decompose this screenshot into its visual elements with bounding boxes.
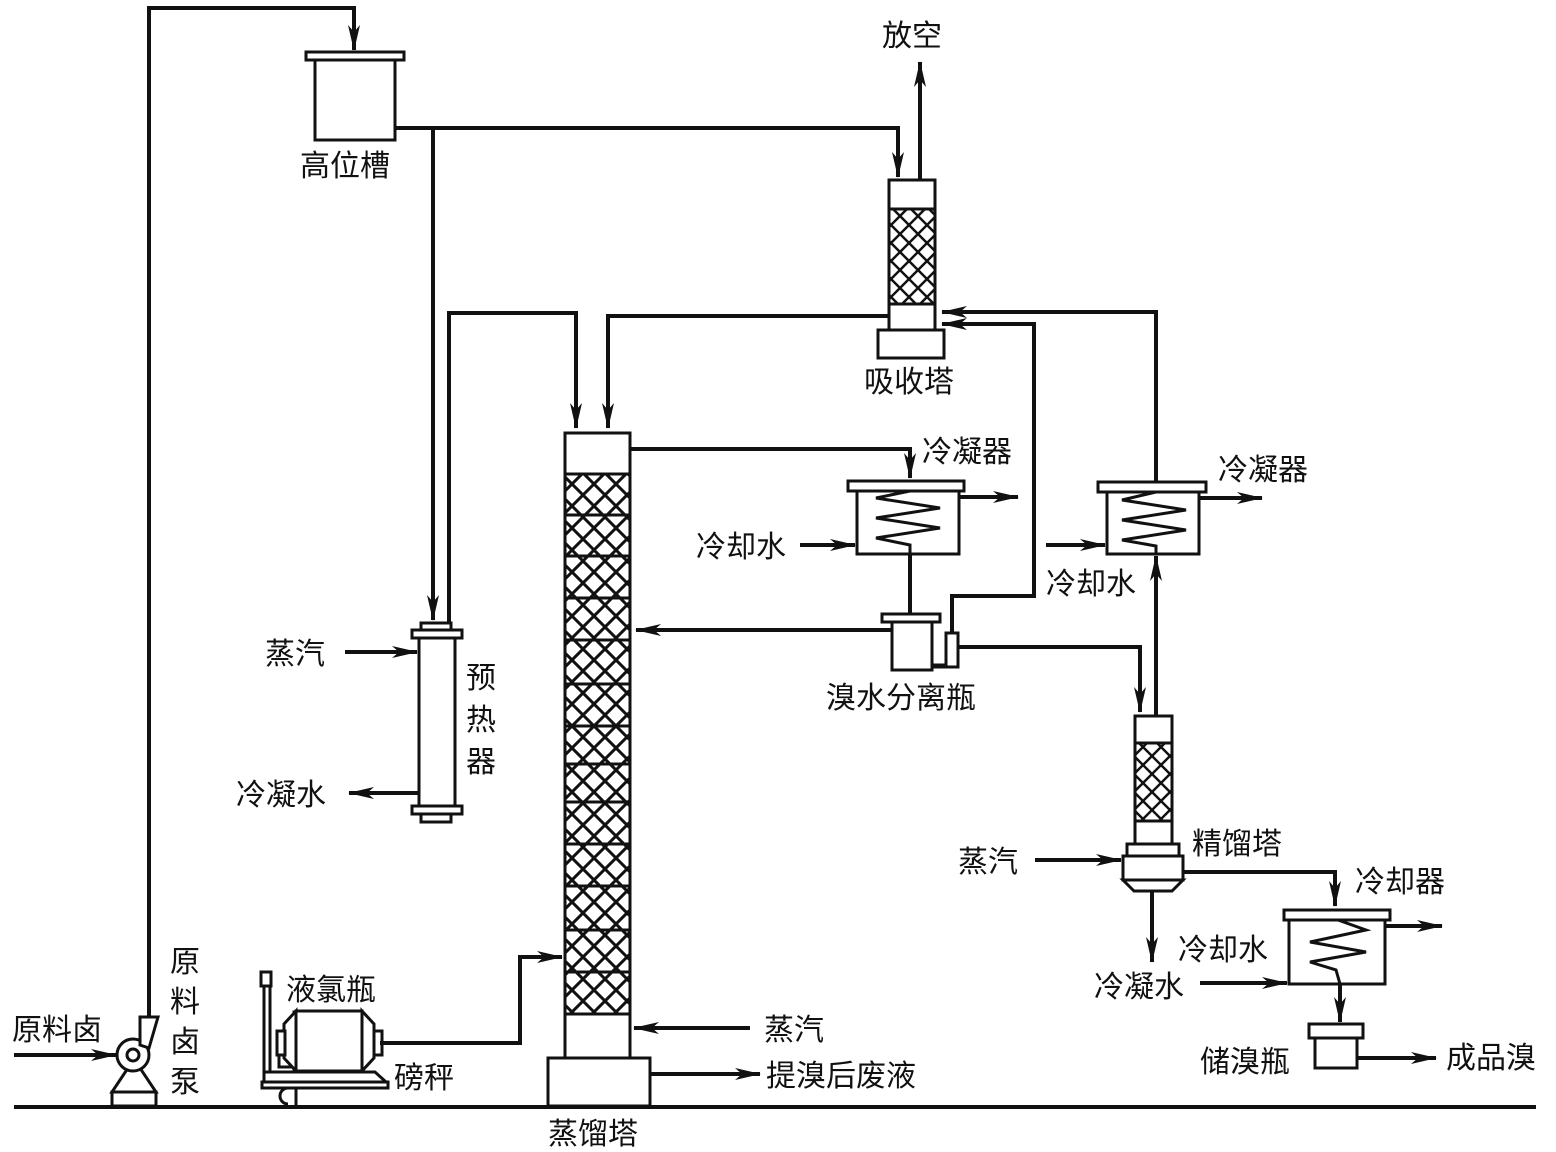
feed-pump-label-1: 原: [170, 945, 200, 980]
condenser-2-cooling-water-label: 冷却水: [1046, 567, 1136, 602]
feed-pump-label-2: 料: [170, 985, 200, 1020]
scale-label: 磅秤: [394, 1061, 454, 1096]
condenser-2-label: 冷凝器: [1218, 453, 1308, 488]
rectifier-to-cooler-pipe: [1183, 870, 1341, 907]
cooler-cooling-water-label: 冷却水: [1178, 933, 1268, 968]
head-tank-label: 高位槽: [300, 149, 390, 184]
head-tank: [304, 50, 406, 142]
head-tank-to-absorber-pipe: [395, 126, 904, 178]
cooler: [1282, 908, 1392, 986]
rectifier-condensate-label: 冷凝水: [1094, 970, 1184, 1005]
preheater-label-1: 预: [466, 661, 496, 696]
separator-label: 溴水分离瓶: [826, 681, 976, 716]
preheater: [410, 621, 464, 824]
rectifier-steam-label: 蒸汽: [958, 845, 1018, 880]
separator-to-absorber-pipe: [941, 318, 1036, 633]
liquid-chlorine-cylinder: [275, 1007, 384, 1075]
pump-to-head-tank-pipe: [147, 6, 360, 1017]
cooler-label: 冷却器: [1355, 865, 1445, 900]
rectification-tower: [1119, 714, 1187, 893]
waste-liquid-label: 提溴后废液: [766, 1059, 916, 1094]
raw-brine-label: 原料卤: [12, 1013, 102, 1048]
distillation-tower: [546, 431, 652, 1108]
preheater-label-3: 器: [466, 745, 496, 780]
absorber-to-distillation-pipe: [602, 314, 889, 429]
separator-to-rectifier-pipe: [958, 645, 1146, 713]
distillation-tower-label: 蒸馏塔: [548, 1117, 638, 1152]
preheater-steam-label: 蒸汽: [265, 637, 325, 672]
condenser-1: [846, 479, 966, 556]
chlorine-to-distillation-pipe: [380, 951, 563, 1045]
rectification-tower-label: 精馏塔: [1192, 827, 1282, 862]
absorption-tower: [876, 178, 946, 360]
condenser-2: [1096, 480, 1208, 556]
condenser-1-label: 冷凝器: [922, 435, 1012, 470]
distillation-vapor-to-condenser-pipe: [630, 447, 916, 479]
feed-pump: [109, 1015, 160, 1108]
platform-scale: [259, 970, 390, 1106]
storage-bottle-label: 储溴瓶: [1200, 1045, 1290, 1080]
distillation-steam-label: 蒸汽: [764, 1013, 824, 1048]
product-label: 成品溴: [1446, 1041, 1536, 1076]
condenser-1-cooling-water-label: 冷却水: [696, 530, 786, 565]
condenser-2-to-absorber-pipe: [941, 306, 1158, 482]
chlorine-cylinder-label: 液氯瓶: [286, 973, 376, 1008]
absorption-tower-label: 吸收塔: [864, 365, 954, 400]
bromine-storage-bottle: [1307, 1022, 1365, 1070]
vent-label: 放空: [882, 19, 942, 54]
feed-pump-label-4: 泵: [170, 1065, 200, 1100]
preheater-condensate-label: 冷凝水: [236, 778, 326, 813]
preheater-label-2: 热: [466, 703, 496, 738]
preheater-to-distillation-pipe: [447, 311, 582, 623]
feed-pump-label-3: 卤: [170, 1025, 200, 1060]
bromine-water-separator: [880, 612, 960, 672]
